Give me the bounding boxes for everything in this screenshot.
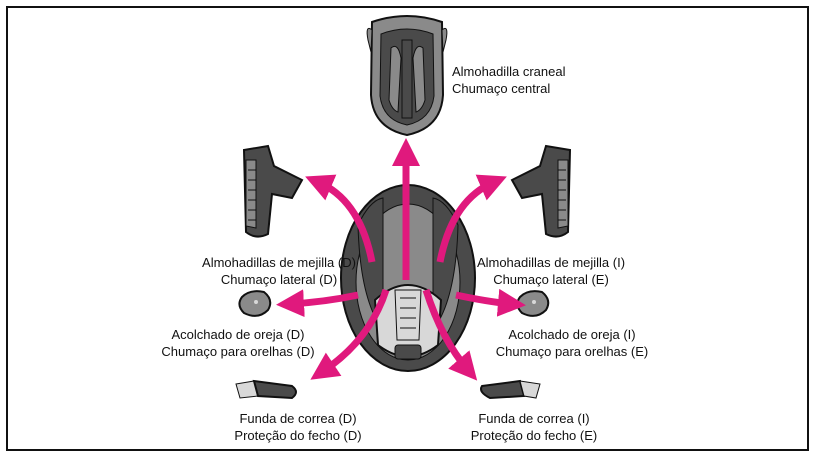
right-cheek-pad-label-es: Almohadillas de mejilla (I) (456, 254, 646, 271)
left-ear-pad-label-es: Acolchado de oreja (D) (148, 326, 328, 343)
left-ear-pad-label: Acolchado de oreja (D) Chumaço para orel… (148, 326, 328, 360)
crown-pad-label-es: Almohadilla craneal (452, 63, 565, 80)
right-ear-pad-label: Acolchado de oreja (I) Chumaço para orel… (482, 326, 662, 360)
right-strap-cover-label-pt: Proteção do fecho (E) (454, 427, 614, 444)
right-cheek-pad-label-pt: Chumaço lateral (E) (456, 271, 646, 288)
left-ear-pad-illustration (239, 291, 270, 316)
left-cheek-pad-label-pt: Chumaço lateral (D) (184, 271, 374, 288)
right-strap-cover-label-es: Funda de correa (I) (454, 410, 614, 427)
right-ear-pad-illustration (517, 291, 548, 316)
right-ear-pad-label-pt: Chumaço para orelhas (E) (482, 343, 662, 360)
left-cheek-pad-label: Almohadillas de mejilla (D) Chumaço late… (184, 254, 374, 288)
left-strap-cover-label-pt: Proteção do fecho (D) (218, 427, 378, 444)
left-cheek-pad-label-es: Almohadillas de mejilla (D) (184, 254, 374, 271)
crown-pad-label-pt: Chumaço central (452, 80, 565, 97)
left-strap-cover-illustration (236, 381, 296, 398)
left-strap-cover-label: Funda de correa (D) Proteção do fecho (D… (218, 410, 378, 444)
right-strap-cover-label: Funda de correa (I) Proteção do fecho (E… (454, 410, 614, 444)
right-strap-cover-illustration (481, 381, 540, 398)
right-cheek-pad-label: Almohadillas de mejilla (I) Chumaço late… (456, 254, 646, 288)
crown-pad-label: Almohadilla craneal Chumaço central (452, 63, 565, 97)
right-ear-pad-label-es: Acolchado de oreja (I) (482, 326, 662, 343)
crown-pad-illustration (367, 16, 447, 135)
left-strap-cover-label-es: Funda de correa (D) (218, 410, 378, 427)
left-ear-pad-label-pt: Chumaço para orelhas (D) (148, 343, 328, 360)
left-cheek-pad-illustration (244, 146, 302, 237)
right-cheek-pad-illustration (512, 146, 570, 237)
